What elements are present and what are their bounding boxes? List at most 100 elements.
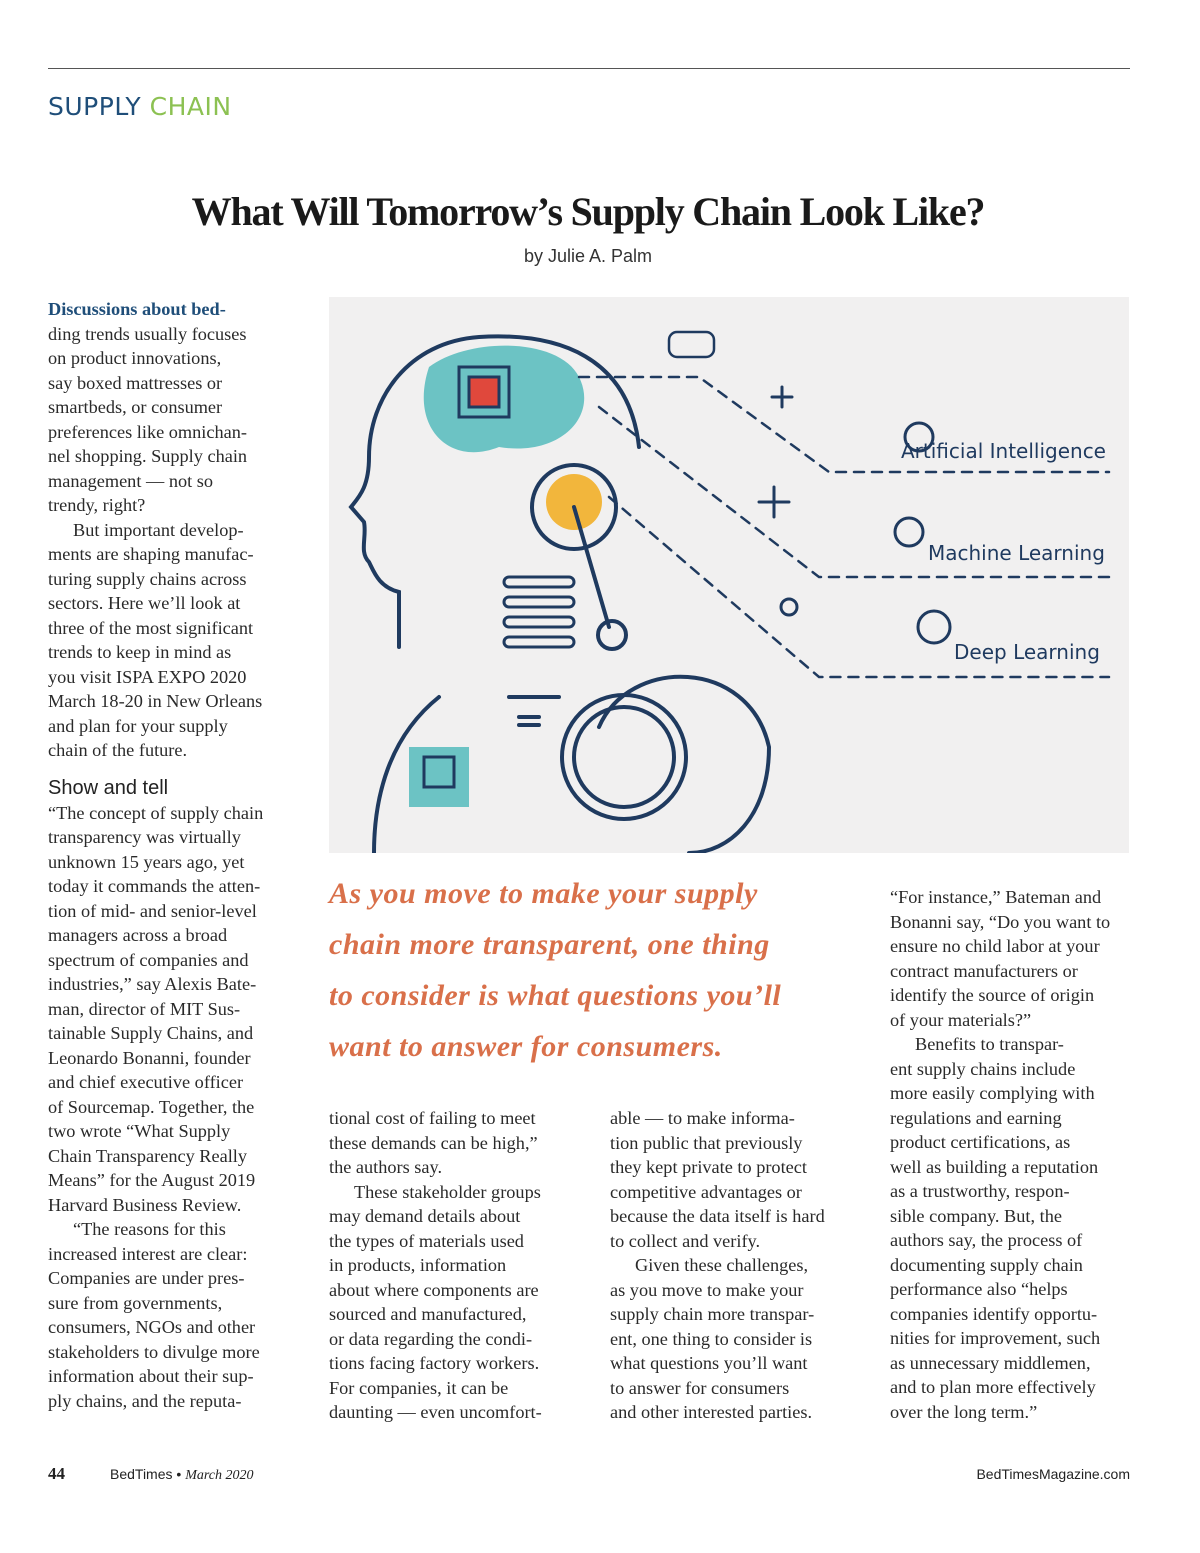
chip-red [467,375,501,409]
text-line: of Sourcemap. Together, the [48,1096,255,1117]
text-line: Harvard Business Review. [48,1194,242,1215]
text-line: identify the source of origin [890,985,1095,1005]
text-line: and plan for your supply [48,715,228,736]
text-line: tions facing factory workers. [329,1353,540,1373]
text-line: and other interested parties. [610,1402,813,1422]
text-line: ding trends usually focuses [48,323,247,344]
text-line: increased interest are clear: [48,1243,248,1264]
text-line: “For instance,” Bateman and [890,887,1102,907]
section-label: SUPPLY CHAIN [48,92,232,121]
text-line: as unnecessary middlemen, [890,1352,1091,1373]
article-title: What Will Tomorrow’s Supply Chain Look L… [191,189,986,234]
text-line: product certifications, as [890,1132,1071,1152]
text-line: about where components are [329,1279,539,1300]
text-line: transparency was virtually [48,827,241,847]
text-column-1: Discussions about bed-ding trends usuall… [48,297,288,1413]
text-line: in products, information [329,1255,507,1275]
text-line: trends to keep in mind as [48,642,232,662]
text-line: three of the most significant [48,617,254,638]
text-line: what questions you’ll want [610,1353,808,1373]
text-line: consumers, NGOs and other [48,1317,256,1337]
text-line: unknown 15 years ago, yet [48,851,245,872]
text-line: “The reasons for this [73,1219,226,1239]
text-line: today it commands the atten- [48,876,261,896]
body-outline [372,674,772,855]
ai-illustration: Artificial Intelligence Machine Learning… [329,297,1129,855]
text-line: to collect and verify. [610,1230,761,1251]
text-line: Means” for the August 2019 [48,1170,256,1190]
text-line: stakeholders to divulge more [48,1341,260,1362]
text-line: you visit ISPA EXPO 2020 [48,666,247,687]
text-line: documenting supply chain [890,1254,1083,1275]
text-line: ensure no child labor at your [890,936,1100,956]
text-line: management — not so [48,470,214,491]
text-line: Leonardo Bonanni, founder [48,1047,251,1068]
text-line: over the long term.” [890,1401,1038,1422]
text-line: to answer for consumers [610,1377,790,1398]
website-link[interactable]: BedTimesMagazine.com [976,1466,1130,1482]
text-line: trendy, right? [48,495,146,515]
text-line: on product innovations, [48,348,222,368]
magazine-name: BedTimes [110,1466,173,1482]
text-column-3: able — to make informa-tion public that … [610,1106,855,1425]
text-line: and chief executive officer [48,1072,244,1092]
text-line: supply chain more transpar- [610,1304,815,1324]
pull-quote: As you move to make your supply chain mo… [329,868,849,1072]
text-line: turing supply chains across [48,568,247,589]
text-line: ments are shaping manufac- [48,544,254,564]
text-line: more easily complying with [890,1083,1095,1103]
section-label-part2: CHAIN [149,92,232,121]
text-line: they kept private to protect [610,1157,807,1177]
lead-in: Discussions about bed- [48,299,226,319]
text-line: because the data itself is hard [610,1206,825,1226]
pull-quote-line: to consider is what questions you’ll [329,979,782,1012]
text-line: tion public that previously [610,1132,803,1153]
footer-publication: BedTimes • March 2020 [110,1466,254,1484]
text-line: two wrote “What Supply [48,1121,231,1141]
byline: by Julie A. Palm [523,246,653,266]
text-line: Chain Transparency Really [48,1145,248,1166]
label-artificial-intelligence: Artificial Intelligence [901,439,1106,463]
text-line: and to plan more effectively [890,1377,1096,1397]
text-line: competitive advantages or [610,1181,802,1202]
footer-separator: • [176,1466,182,1482]
pull-quote-line: want to answer for consumers. [329,1030,723,1063]
text-line: “The concept of supply chain [48,802,264,823]
text-line: But important develop- [73,519,244,540]
text-line: well as building a reputation [890,1156,1099,1177]
text-line: as you move to make your [610,1279,804,1300]
text-line: nel shopping. Supply chain [48,446,248,466]
page-number: 44 [48,1464,65,1483]
text-line: These stakeholder groups [354,1181,541,1202]
text-line: as a trustworthy, respon- [890,1181,1070,1201]
pull-quote-line: chain more transparent, one thing [329,928,770,961]
text-line: sible company. But, the [890,1205,1062,1226]
text-line: of your materials?” [890,1009,1032,1030]
text-line: March 18-20 in New Orleans [48,691,263,711]
text-line: industries,” say Alexis Bate- [48,974,257,994]
section-label-part1: SUPPLY [48,92,142,121]
label-deep-learning: Deep Learning [954,640,1100,664]
text-line: nities for improvement, such [890,1328,1101,1348]
eye-yellow [546,474,602,530]
text-line: sectors. Here we’ll look at [48,593,241,613]
brain-teal-shape [423,345,585,453]
text-line: spectrum of companies and [48,949,249,970]
text-line: tainable Supply Chains, and [48,1023,254,1043]
text-line: tion of mid- and senior-level [48,900,257,921]
text-line: the authors say. [329,1157,443,1177]
head-outline [348,334,641,649]
text-line: sourced and manufactured, [329,1304,527,1324]
issue-date: March 2020 [185,1468,254,1483]
text-line: For companies, it can be [329,1377,509,1398]
text-line: Companies are under pres- [48,1268,245,1288]
text-line: Given these challenges, [635,1255,809,1275]
text-line: tional cost of failing to meet [329,1108,536,1128]
text-line: able — to make informa- [610,1108,795,1128]
text-line: chain of the future. [48,740,188,760]
text-line: daunting — even uncomfort- [329,1402,542,1422]
text-line: contract manufacturers or [890,960,1078,981]
text-line: Bonanni say, “Do you want to [890,911,1111,932]
